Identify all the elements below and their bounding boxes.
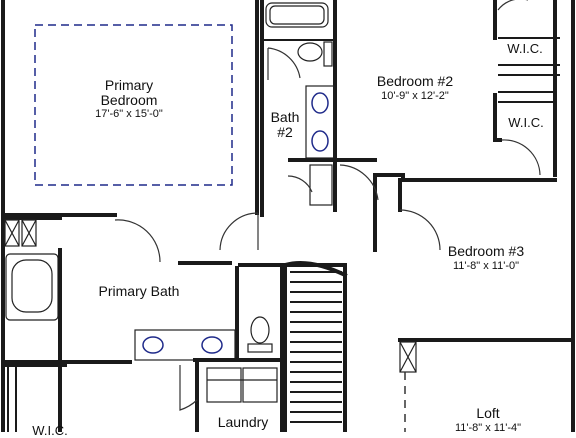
bath2-door-swing <box>267 47 301 80</box>
wic-mid-label: W.I.C. <box>508 116 543 130</box>
primary-vanity <box>134 329 236 361</box>
dryer <box>242 367 278 403</box>
stair-outline <box>283 263 347 432</box>
toilet-tank-bath2 <box>323 41 333 67</box>
stair-treads <box>290 271 342 423</box>
bedroom2-bottom-wall-2 <box>373 173 405 252</box>
bathtub-primary <box>5 253 59 321</box>
loft-dims: 11'-8" x 11'-4" <box>454 421 522 434</box>
wic-top-label: W.I.C. <box>507 42 542 56</box>
sink-bath2-lower <box>311 130 329 152</box>
primary-bedroom-label: Primary Bedroom 17'-6" x 15'-0" <box>95 78 163 121</box>
primary-bath-door-swing <box>114 219 161 263</box>
linen-cabinet-right <box>21 219 37 247</box>
bathtub-bath2-inner <box>269 5 325 25</box>
vanity-bath2 <box>305 85 335 159</box>
sink-bath2-upper <box>311 92 329 114</box>
wic-bottom-shelf <box>7 365 17 432</box>
bedroom3-dims: 11'-8" x 11'-0" <box>452 259 520 272</box>
bath2-name-line2: #2 <box>277 123 293 140</box>
primary-sink-left <box>142 336 164 354</box>
tray-ceiling-outline <box>34 24 233 186</box>
wic-mid-shelf <box>498 91 555 103</box>
loft-column-x <box>399 341 417 373</box>
linen-cabinet-bath2 <box>309 164 333 206</box>
primary-bedroom-name-line2: Bedroom <box>100 91 158 108</box>
linen-cabinet-right-x <box>21 219 37 247</box>
wic-top-door-swing <box>497 0 528 11</box>
linen-cabinet-left <box>4 219 20 247</box>
toilet-room-wall <box>238 263 284 358</box>
bath2-bottom-wall <box>288 158 337 212</box>
linen-cabinet-left-x <box>4 219 20 247</box>
primary-sink-right <box>201 336 223 354</box>
laundry-label: Laundry <box>218 415 269 430</box>
laundry-door-swing <box>179 365 198 411</box>
loft-name: Loft <box>476 405 500 421</box>
washer <box>206 367 242 403</box>
bath2-name-line1: Bath <box>270 109 300 125</box>
stair-curve <box>282 261 348 278</box>
laundry-name: Laundry <box>217 414 269 430</box>
bedroom2-door-swing <box>339 164 379 201</box>
bedroom3-door-swing <box>399 209 441 251</box>
bedroom2-dims: 10'-9" x 12'-2" <box>381 89 449 102</box>
bathtub-primary-inner <box>11 259 53 313</box>
bedroom3-label: Bedroom #3 11'-8" x 11'-0" <box>448 244 524 272</box>
primary-bedroom-name-line1: Primary <box>104 77 154 93</box>
toilet-bowl-primary <box>250 316 270 344</box>
bathtub-bath2 <box>265 2 329 28</box>
loft-label: Loft 11'-8" x 11'-4" <box>455 406 521 434</box>
wic-bottom-name: W.I.C. <box>32 423 68 438</box>
bedroom2-label: Bedroom #2 10'-9" x 12'-2" <box>377 74 453 102</box>
hall-door-swing <box>219 212 259 251</box>
bedroom3-name: Bedroom #3 <box>447 243 525 259</box>
primary-bath-name: Primary Bath <box>98 283 180 299</box>
primary-bedroom-dims: 17'-6" x 15'-0" <box>95 108 163 121</box>
toilet-tank-primary <box>247 343 273 353</box>
wic-mid-door-swing <box>501 139 541 176</box>
toilet-bowl-bath2 <box>297 42 323 62</box>
bedroom2-door-swing-b <box>287 175 313 193</box>
bedroom2-name: Bedroom #2 <box>376 73 454 89</box>
wic-top-name: W.I.C. <box>507 41 543 56</box>
primary-bath-label: Primary Bath <box>99 284 180 299</box>
loft-column <box>399 341 417 373</box>
wic-mid-name: W.I.C. <box>508 115 544 130</box>
bath2-label: Bath #2 <box>271 110 300 139</box>
wic-top-shelf <box>498 64 560 76</box>
wic-bottom-label: W.I.C. <box>32 424 67 438</box>
bedroom2-right-wall-lower <box>493 93 502 142</box>
